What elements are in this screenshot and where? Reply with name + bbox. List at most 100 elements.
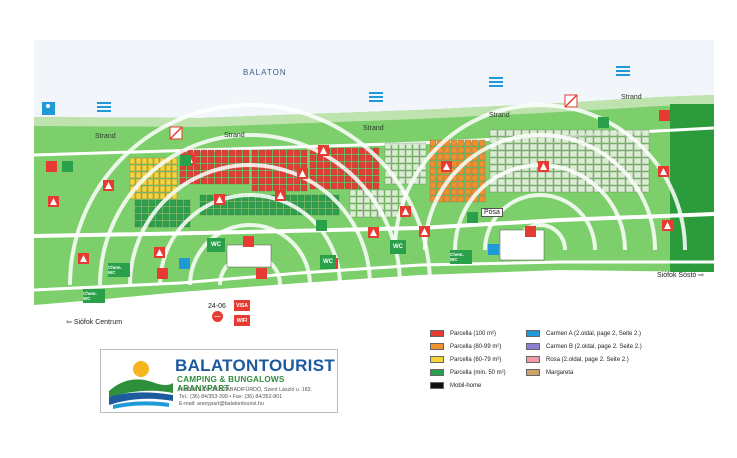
plot [471, 160, 479, 168]
wifi-arc [188, 223, 312, 286]
plot [641, 185, 650, 193]
plot [384, 210, 392, 218]
plot [593, 157, 602, 165]
plot [365, 168, 373, 176]
plot [279, 177, 287, 185]
accessible-icon [179, 258, 190, 269]
plot [464, 146, 472, 154]
plot [323, 161, 331, 169]
plot [155, 220, 163, 228]
brand-email[interactable]: E-mail: aranypart@balatontourist.hu [179, 401, 264, 407]
right-direction[interactable]: Siófok Sóstó ⇨ [657, 271, 704, 279]
plot [450, 139, 458, 147]
tent-icon [275, 190, 286, 201]
plot [293, 184, 301, 192]
plot [214, 156, 222, 164]
plot [330, 168, 338, 176]
plot [153, 178, 160, 186]
plot [365, 175, 373, 183]
plot [497, 157, 506, 165]
chem-wc-badge: Chem. WC [83, 289, 105, 303]
plot [450, 188, 458, 196]
plot [337, 175, 345, 183]
plot [529, 171, 538, 179]
plot [135, 171, 142, 179]
plot [358, 161, 366, 169]
tent-icon [103, 180, 114, 191]
plot [155, 213, 163, 221]
plot [141, 185, 148, 193]
plot [398, 156, 406, 164]
arrow-right-icon: ⇨ [696, 272, 705, 279]
no-entry-icon [525, 226, 536, 237]
plot [412, 156, 420, 164]
plot [391, 156, 399, 164]
plot [235, 177, 243, 185]
plot [176, 206, 184, 214]
plot [165, 171, 172, 179]
plot [221, 177, 229, 185]
plot [221, 170, 229, 178]
legend-item: Carmen B (2.oldal, page 2. Seite 2.) [526, 343, 642, 350]
plot [561, 143, 570, 151]
plot [391, 196, 399, 204]
plot [617, 136, 626, 144]
legend-label: Parcella (60-79 m²) [450, 356, 502, 363]
restaurant-icon [46, 161, 57, 172]
plot [235, 156, 243, 164]
strand-label: Strand [224, 132, 245, 139]
plot [251, 170, 259, 178]
plot [577, 157, 586, 165]
plot [641, 178, 650, 186]
plot [228, 177, 236, 185]
plot [356, 203, 364, 211]
plot [153, 171, 160, 179]
plot [561, 185, 570, 193]
plot [323, 168, 331, 176]
plot [297, 194, 305, 202]
plot [450, 195, 458, 203]
plot [625, 185, 634, 193]
plot [349, 210, 357, 218]
plot [617, 157, 626, 165]
lake-label: BALATON [243, 68, 287, 77]
tent-icon [318, 145, 329, 156]
plot [585, 171, 594, 179]
plot [537, 150, 546, 158]
wifi-arc [483, 193, 597, 251]
plot [521, 143, 530, 151]
legend-swatch [526, 330, 540, 337]
plot [165, 185, 172, 193]
plot [272, 177, 280, 185]
left-direction[interactable]: ⇦ Siófok Centrum [66, 318, 122, 326]
plot [601, 171, 610, 179]
plot [384, 142, 392, 150]
plot [585, 129, 594, 137]
plot [358, 147, 366, 155]
legend-swatch [526, 356, 540, 363]
legend-label: Rosa (2.oldal, page 2. Seite 2.) [546, 356, 629, 363]
legend-item: Parcella (100 m²) [430, 330, 496, 337]
plot [169, 220, 177, 228]
wave-icon [616, 66, 630, 76]
plot [309, 161, 317, 169]
car-icon [157, 268, 168, 279]
plot [577, 129, 586, 137]
plot [625, 164, 634, 172]
plot [241, 208, 249, 216]
brand-phone: Tel.: (36) 84/353-399 • Fax: (36) 84/352… [179, 394, 283, 400]
plot [372, 182, 380, 190]
plot [521, 171, 530, 179]
plot [286, 177, 294, 185]
plot [384, 196, 392, 204]
plot [545, 185, 554, 193]
plot [497, 143, 506, 151]
plot [497, 129, 506, 137]
no-entry-icon: — [212, 311, 223, 322]
plot [553, 178, 562, 186]
plot [206, 208, 214, 216]
tent-icon [78, 253, 89, 264]
bed-icon [243, 236, 254, 247]
plot [497, 178, 506, 186]
plot [513, 150, 522, 158]
